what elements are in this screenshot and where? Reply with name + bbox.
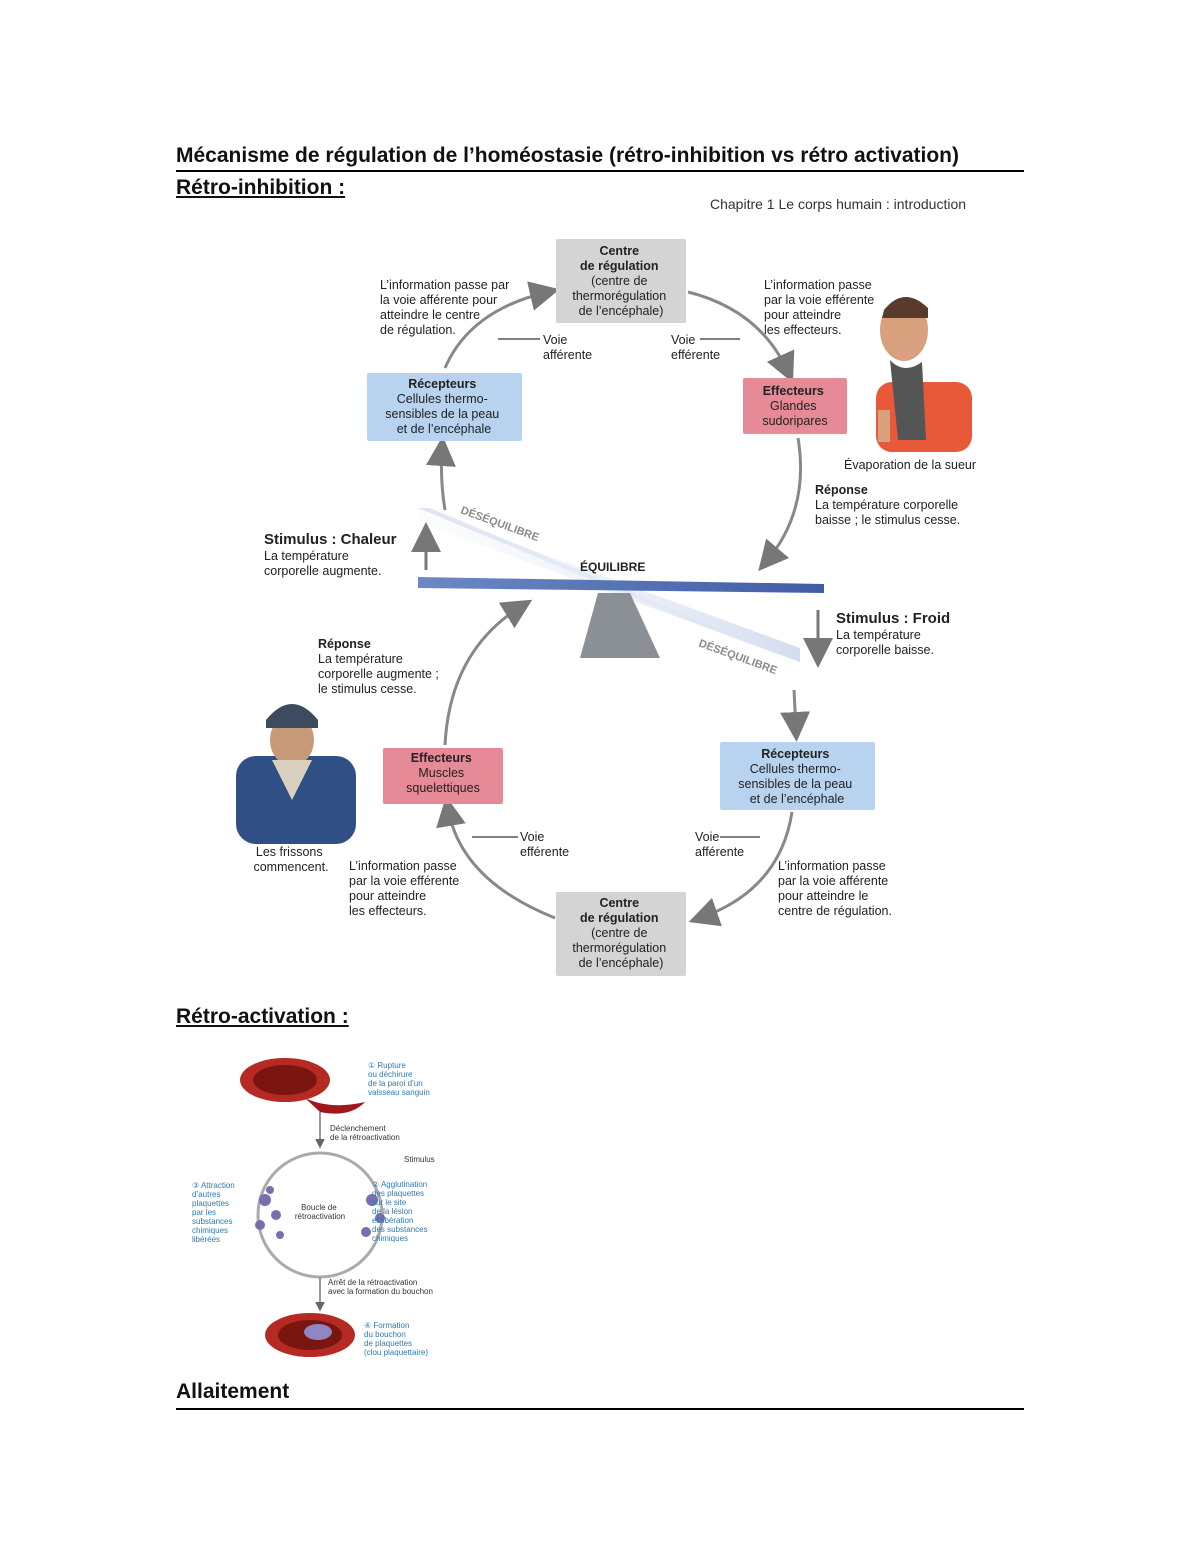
sweating-person-illustration [876, 296, 972, 452]
section-allaitement-heading: Allaitement [176, 1380, 1024, 1410]
effectors-top-text: Effecteurs Glandes sudoripares [762, 384, 827, 428]
voie-efferente-bottom-label: Voie efférente [520, 830, 569, 859]
boucle-text: Boucle de rétroactivation [295, 1203, 345, 1221]
step1-text: ① Rupture ou déchirure de la paroi d’un … [368, 1061, 430, 1097]
receptors-box-bottom [720, 742, 875, 810]
bottom-left-note: L’information passe par la voie efférent… [349, 859, 463, 918]
shivering-person-illustration [236, 704, 356, 844]
arrow-receptors-to-center-bottom [688, 811, 794, 927]
step3-text: ③ Attraction d’autres plaquettes par les… [192, 1181, 237, 1244]
stimulus-froid-text: Stimulus : Froid La température corporel… [836, 610, 954, 657]
top-left-note: L’information passe par la voie afférent… [380, 278, 513, 337]
bottom-right-note: L’information passe par la voie afférent… [778, 859, 892, 918]
section-retro-activation-heading: Rétro-activation : [176, 1005, 349, 1028]
clotted-vessel-illustration [265, 1313, 355, 1357]
coagulation-figure: ① Rupture ou déchirure de la paroi d’un … [192, 1058, 435, 1357]
page-title: Mécanisme de régulation de l’homéostasie… [176, 144, 1024, 172]
declenchement-text: Déclenchement de la rétroactivation [330, 1124, 400, 1142]
arrow-beam-to-receptors-bottom [780, 689, 811, 742]
seesaw-beam [418, 577, 824, 593]
center-box-top-text: Centre de régulation (centre de thermoré… [572, 244, 669, 318]
platelets-left [255, 1186, 284, 1239]
equilibre-label: ÉQUILIBRE [580, 559, 645, 574]
voie-afferente-bottom-label: Voie afférente [695, 830, 744, 859]
effectors-bottom-text: Effecteurs Muscles squelettiques [406, 751, 480, 795]
reponse-bottom-text: Réponse La température corporelle augmen… [318, 637, 442, 696]
arrow-center-to-effectors-top [687, 290, 795, 383]
voie-efferente-top-label: Voie efférente [671, 333, 720, 362]
effectors-box-bottom [383, 748, 503, 804]
step2-text: ② Agglutination des plaquettes sur le si… [372, 1180, 430, 1243]
voie-afferente-top-label: Voie afférente [543, 333, 592, 362]
seesaw-fulcrum [580, 593, 660, 658]
frissons-label: Les frissons commencent. [253, 845, 328, 874]
evaporation-label: Évaporation de la sueur [844, 457, 976, 472]
arrow-effectors-to-beam-bottom [443, 599, 533, 746]
step4-text: ④ Formation du bouchon de plaquettes (cl… [364, 1321, 428, 1357]
stimulus-chaleur-text: Stimulus : Chaleur La température corpor… [264, 531, 400, 578]
platelets-right [361, 1194, 385, 1237]
ruptured-vessel-illustration [240, 1058, 365, 1114]
receptors-top-text: Récepteurs Cellules thermo- sensibles de… [385, 377, 502, 436]
arrow-beam-to-receptors-top [425, 436, 456, 511]
receptors-bottom-text: Récepteurs Cellules thermo- sensibles de… [738, 747, 855, 806]
figure-chapter-header: Chapitre 1 Le corps humain : introductio… [710, 196, 967, 212]
thermoregulation-figure: Centre de régulation (centre de thermoré… [236, 239, 976, 976]
center-regulation-box-top [556, 239, 686, 323]
stimulus-text: Stimulus [404, 1155, 435, 1164]
reponse-top-text: Réponse La température corporelle baisse… [815, 483, 962, 527]
top-right-note: L’information passe par la voie efférent… [764, 278, 878, 337]
section-retro-inhibition-heading: Rétro-inhibition : [176, 176, 346, 199]
center-box-bottom-text: Centre de régulation (centre de thermoré… [572, 896, 669, 970]
arrow-center-to-effectors-bottom [436, 796, 556, 920]
receptors-box-top [367, 373, 522, 441]
arrow-receptors-to-center-top [443, 281, 560, 369]
effectors-box-top [743, 378, 847, 434]
arret-text: Arrêt de la rétroactivation avec la form… [328, 1278, 433, 1296]
arrow-effectors-to-beam-top [758, 437, 802, 572]
center-regulation-box-bottom [556, 892, 686, 976]
